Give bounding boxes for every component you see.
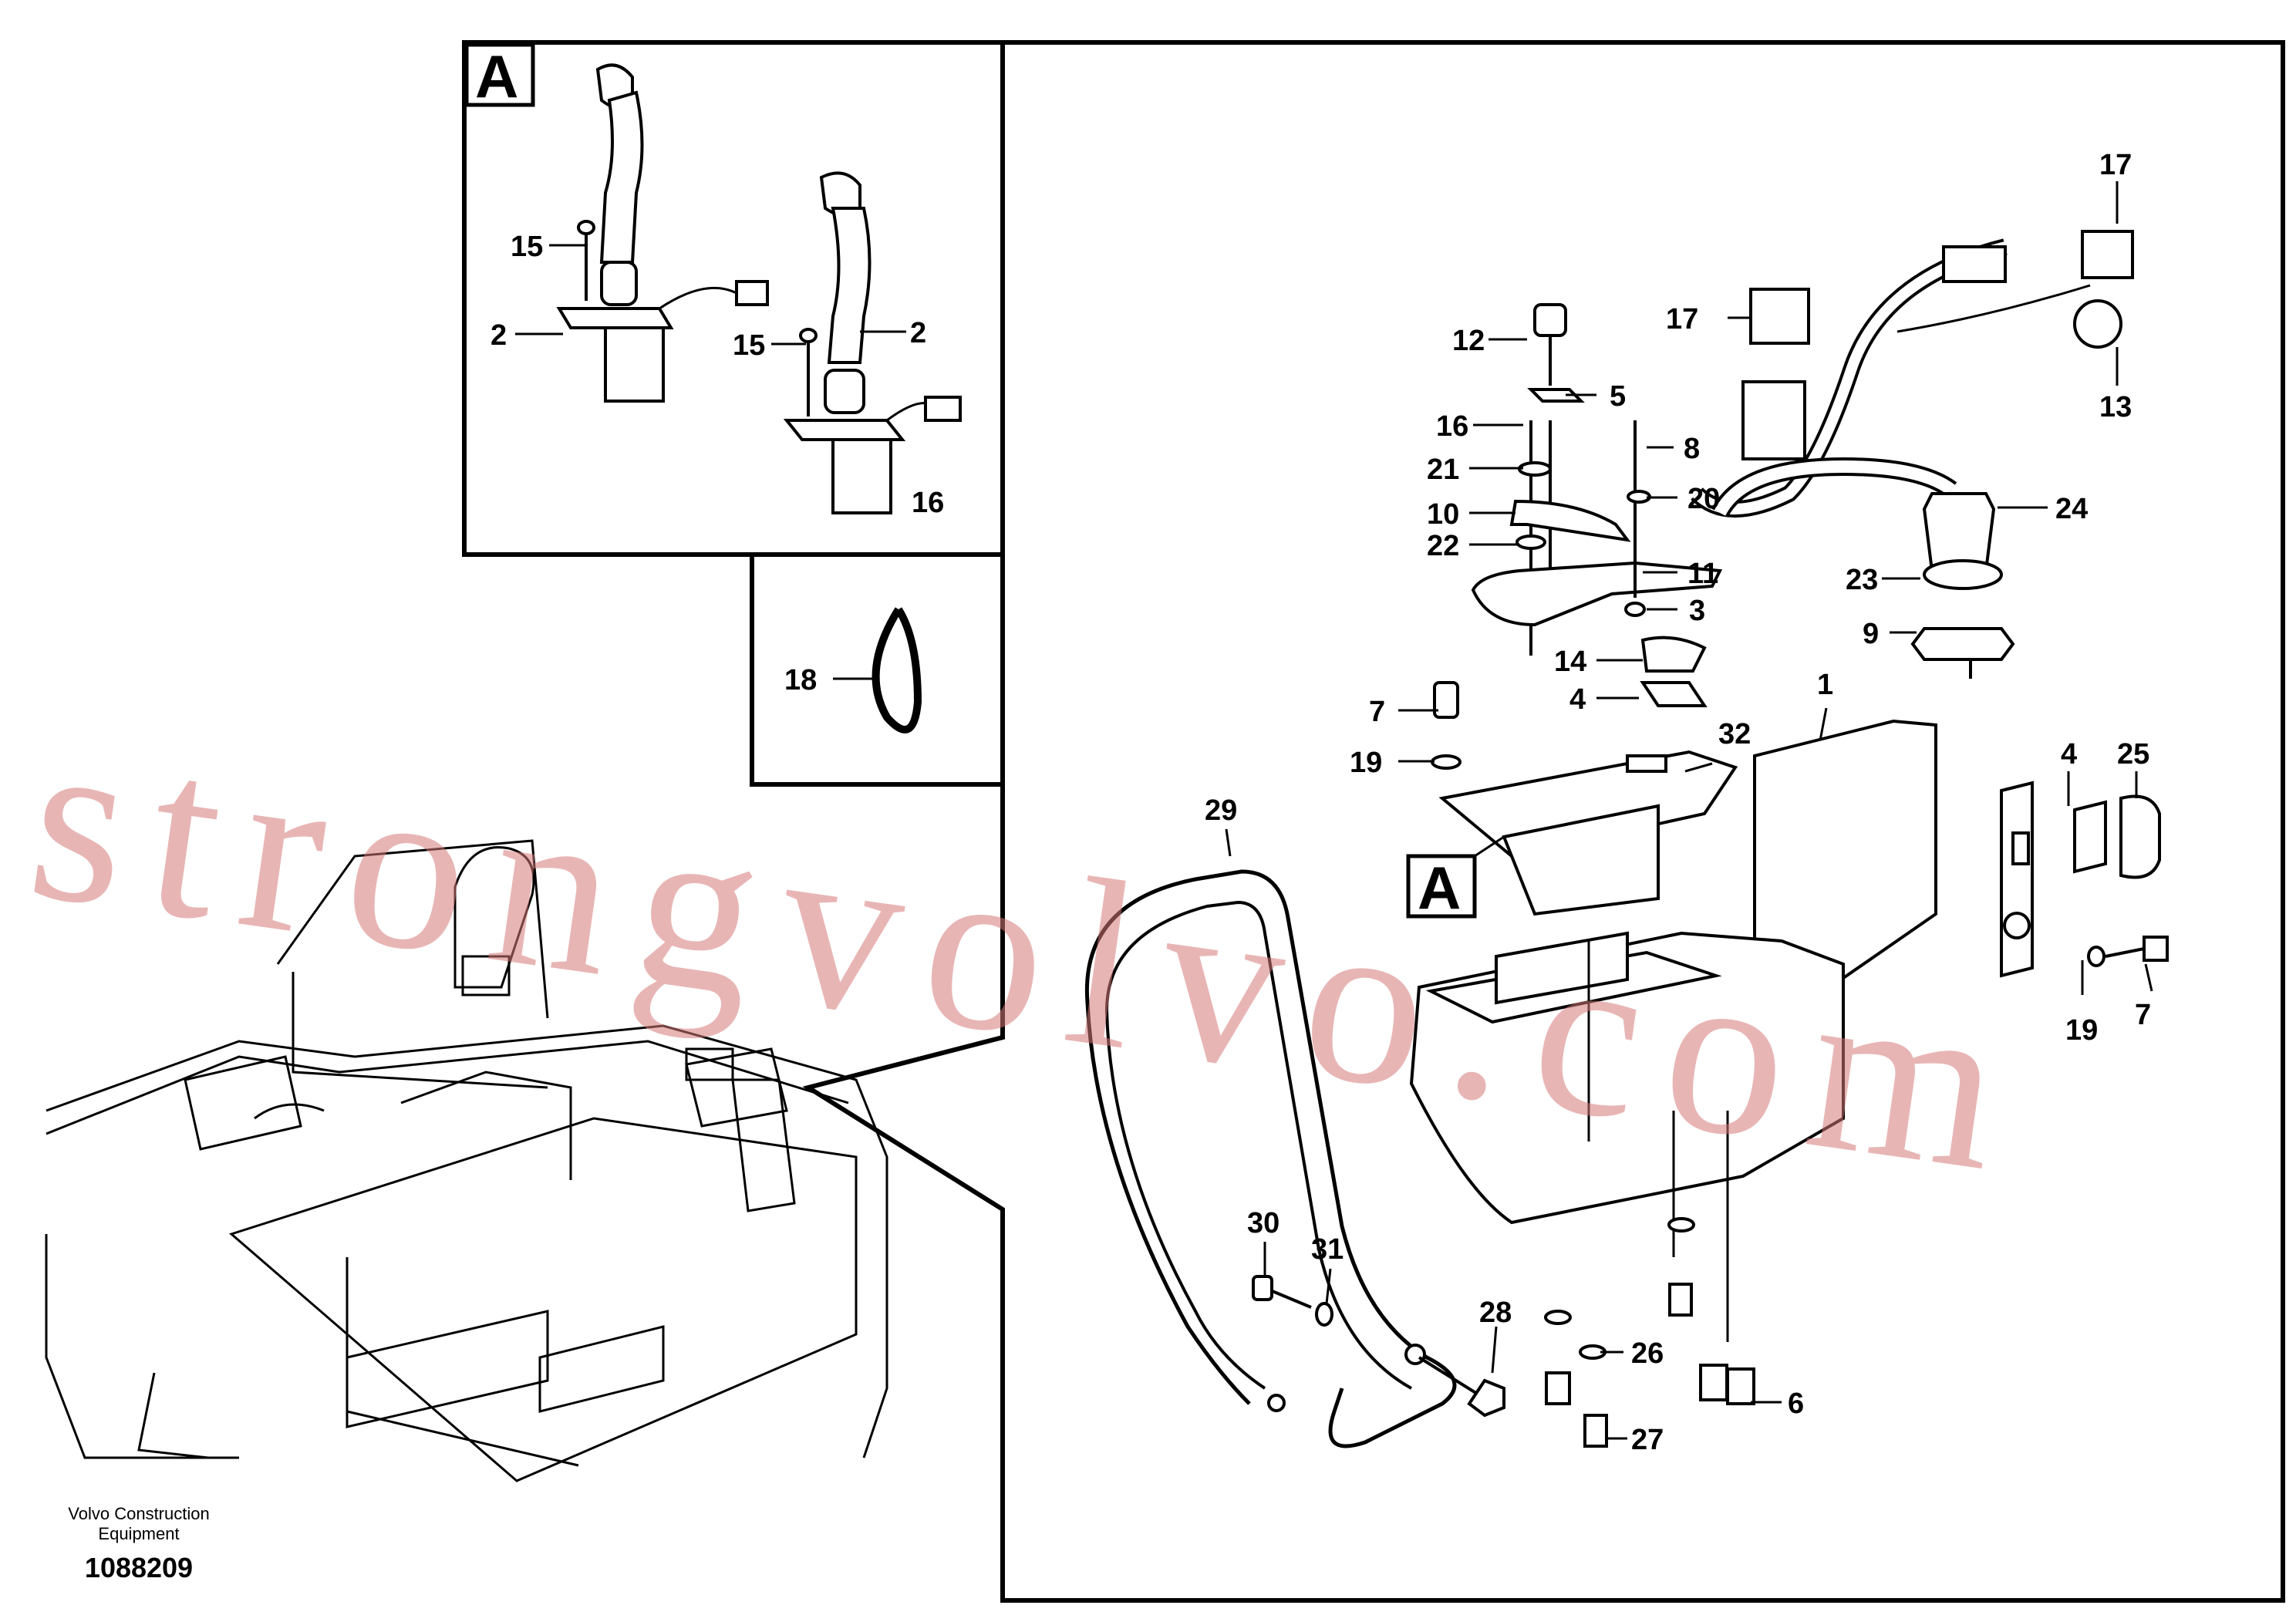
callout-12: 12 bbox=[1452, 325, 1485, 357]
callout-25: 25 bbox=[2117, 738, 2149, 771]
grommet bbox=[1922, 492, 1996, 572]
callout-7: 7 bbox=[2135, 999, 2151, 1031]
callout-16: 16 bbox=[912, 487, 944, 519]
leader-lines bbox=[515, 181, 2153, 1440]
console-letter: A bbox=[1418, 854, 1461, 922]
bracket-stack bbox=[1431, 303, 1738, 916]
callout-1: 1 bbox=[1817, 669, 1833, 701]
main-frame bbox=[802, 40, 2285, 1603]
callout-7: 7 bbox=[1369, 696, 1385, 728]
joystick-right bbox=[783, 171, 962, 514]
machine-overview bbox=[45, 839, 888, 1482]
wiring-harness bbox=[1691, 230, 2134, 679]
footer: Volvo Construction Equipment 1088209 bbox=[31, 1504, 247, 1584]
switch-top-right bbox=[2081, 230, 2134, 279]
cap bbox=[1640, 636, 1707, 673]
footer-company: Volvo Construction Equipment bbox=[68, 1504, 210, 1543]
callout-31: 31 bbox=[1311, 1233, 1344, 1266]
joystick-left bbox=[556, 63, 769, 403]
callout-21: 21 bbox=[1427, 454, 1459, 486]
callouts: 15 2 15 2 16 18 12 5 16 8 21 20 10 22 11… bbox=[491, 149, 2151, 1456]
callout-4: 4 bbox=[1569, 683, 1586, 716]
console bbox=[1409, 719, 1937, 1342]
callout-17: 17 bbox=[2099, 149, 2132, 181]
callout-20: 20 bbox=[1687, 483, 1720, 515]
callout-29: 29 bbox=[1205, 794, 1237, 827]
gasket bbox=[1640, 681, 1708, 707]
pins bbox=[577, 220, 818, 416]
callout-2: 2 bbox=[910, 317, 926, 349]
callout-3: 3 bbox=[1689, 595, 1705, 627]
o-ring bbox=[1923, 559, 2003, 590]
callout-15: 15 bbox=[733, 329, 765, 362]
switch-left bbox=[1749, 288, 1810, 345]
callout-15: 15 bbox=[511, 231, 543, 263]
callout-10: 10 bbox=[1427, 498, 1459, 531]
console-label: A bbox=[1406, 835, 1505, 922]
callout-22: 22 bbox=[1427, 530, 1459, 562]
callout-2: 2 bbox=[491, 319, 507, 352]
callout-9: 9 bbox=[1863, 618, 1879, 650]
footer-reference: 1088209 bbox=[84, 1552, 194, 1583]
callout-19: 19 bbox=[1350, 747, 1382, 779]
side-panel bbox=[2000, 781, 2169, 978]
callout-4: 4 bbox=[2061, 738, 2077, 771]
console-bolts bbox=[1544, 1217, 1755, 1448]
callout-5: 5 bbox=[1610, 380, 1626, 413]
callout-14: 14 bbox=[1554, 646, 1586, 678]
callout-19: 19 bbox=[2065, 1014, 2098, 1047]
callout-30: 30 bbox=[1247, 1207, 1279, 1239]
callout-24: 24 bbox=[2055, 493, 2088, 525]
inset-letter: A bbox=[475, 42, 518, 110]
callout-6: 6 bbox=[1788, 1388, 1804, 1420]
callout-17: 17 bbox=[1666, 303, 1698, 336]
callout-27: 27 bbox=[1631, 1424, 1664, 1456]
cable-tie-frame bbox=[750, 555, 1003, 787]
callout-18: 18 bbox=[784, 664, 817, 696]
callout-23: 23 bbox=[1846, 564, 1878, 596]
callout-11: 11 bbox=[1687, 558, 1718, 590]
inset-a-frame: A bbox=[462, 40, 1005, 557]
cable-tie bbox=[872, 607, 922, 733]
callout-8: 8 bbox=[1684, 433, 1700, 465]
callout-28: 28 bbox=[1479, 1297, 1512, 1329]
callout-13: 13 bbox=[2099, 391, 2132, 423]
callout-32: 32 bbox=[1718, 718, 1751, 750]
callout-26: 26 bbox=[1631, 1337, 1664, 1370]
nut bbox=[1910, 627, 2015, 661]
callout-16: 16 bbox=[1436, 410, 1468, 443]
